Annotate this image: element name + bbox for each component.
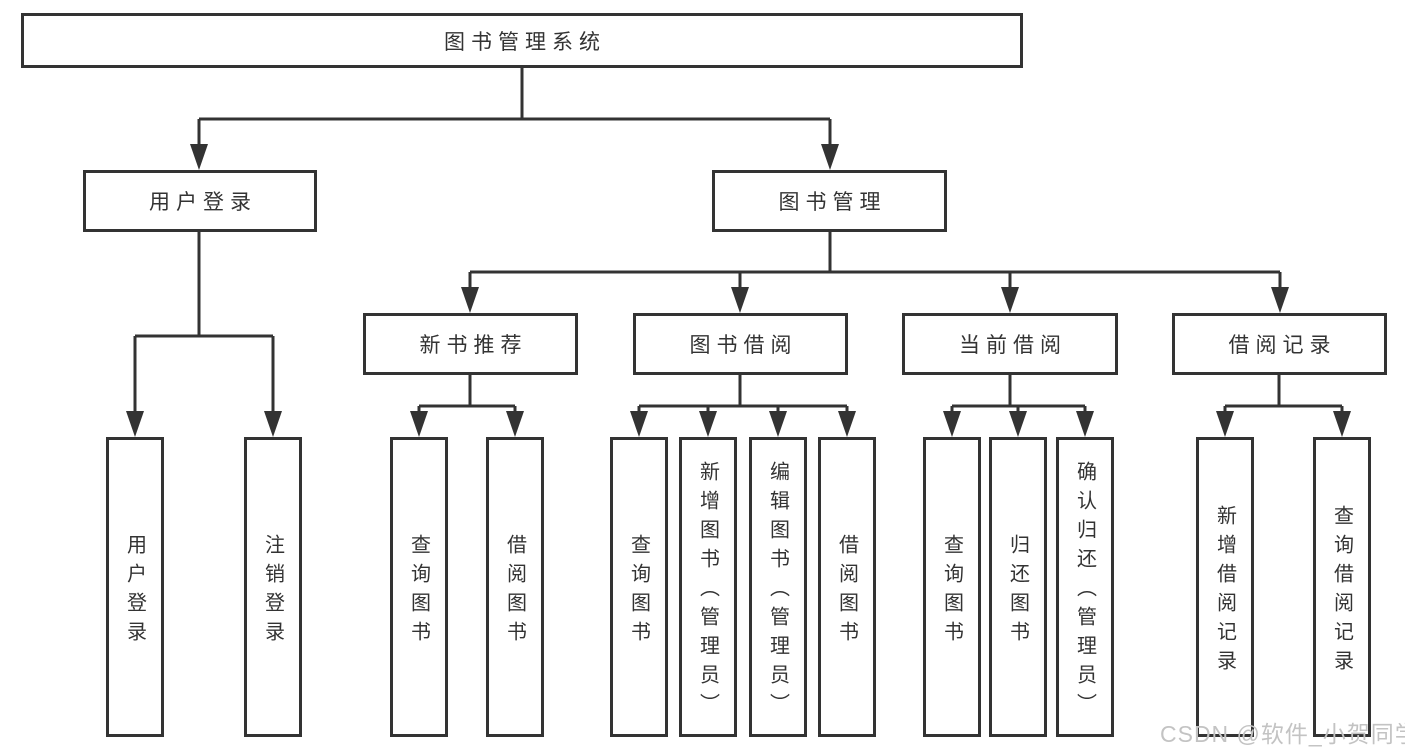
arrowhead-leaf-query-books-3 xyxy=(943,411,961,437)
leaf-query-books-recommend: 查询图书 xyxy=(390,437,448,737)
leaf-add-books-admin: 新增图书（管理员） xyxy=(679,437,737,737)
arrowhead-leaf-query-books-1 xyxy=(410,411,428,437)
arrowhead-current-borrowing xyxy=(1001,287,1019,313)
arrowhead-leaf-add-borrow-record xyxy=(1216,411,1234,437)
node-label: 借阅图书 xyxy=(835,533,858,650)
node-label: 用户登录 xyxy=(149,191,257,214)
leaf-logout: 注销登录 xyxy=(244,437,302,737)
arrowhead-leaf-add-books-admin xyxy=(699,411,717,437)
leaf-query-borrow-record: 查询借阅记录 xyxy=(1313,437,1371,737)
arrowhead-new-book-recommend xyxy=(461,287,479,313)
node-label: 借阅记录 xyxy=(1228,334,1337,357)
arrowhead-book-borrowing xyxy=(731,287,749,313)
arrowhead-leaf-logout xyxy=(264,411,282,437)
node-label: 用户登录 xyxy=(123,533,146,650)
arrowhead-leaf-query-borrow-record xyxy=(1333,411,1351,437)
node-label: 图书管理 xyxy=(778,191,887,214)
node-new-book-recommend: 新书推荐 xyxy=(363,313,578,375)
arrowhead-leaf-query-books-2 xyxy=(630,411,648,437)
node-label: 新增借阅记录 xyxy=(1213,504,1236,679)
node-label: 查询图书 xyxy=(407,533,430,650)
connector-book-borrowing-children xyxy=(637,375,849,411)
node-label: 借阅图书 xyxy=(503,533,526,650)
arrowhead-leaf-edit-books-admin xyxy=(769,411,787,437)
node-library-management-system: 图书管理系统 xyxy=(21,13,1023,68)
leaf-confirm-return-admin: 确认归还（管理员） xyxy=(1056,437,1114,737)
arrowhead-leaf-borrow-books-1 xyxy=(506,411,524,437)
node-book-borrowing: 图书借阅 xyxy=(633,313,848,375)
arrowhead-leaf-borrow-books-2 xyxy=(838,411,856,437)
node-label: 查询图书 xyxy=(940,533,963,650)
connector-root-to-level2 xyxy=(197,68,832,144)
arrowhead-book-management xyxy=(821,144,839,170)
node-book-management: 图书管理 xyxy=(712,170,947,232)
node-label: 归还图书 xyxy=(1006,533,1029,650)
arrowhead-user-login xyxy=(190,144,208,170)
watermark: CSDN @软件_小贺同学 xyxy=(1160,721,1405,747)
arrowhead-leaf-user-login xyxy=(126,411,144,437)
node-label: 确认归还（管理员） xyxy=(1073,461,1096,722)
node-label: 当前借阅 xyxy=(959,334,1067,357)
connector-book-management-children xyxy=(468,232,1282,287)
arrowhead-leaf-confirm-return-admin xyxy=(1076,411,1094,437)
node-label: 图书借阅 xyxy=(689,334,798,357)
leaf-add-borrow-record: 新增借阅记录 xyxy=(1196,437,1254,737)
leaf-borrow-books: 借阅图书 xyxy=(818,437,876,737)
leaf-user-login: 用户登录 xyxy=(106,437,164,737)
node-current-borrowing: 当前借阅 xyxy=(902,313,1118,375)
node-user-login: 用户登录 xyxy=(83,170,317,232)
node-label: 新书推荐 xyxy=(419,334,528,357)
leaf-edit-books-admin: 编辑图书（管理员） xyxy=(749,437,807,737)
connector-borrowing-records-children xyxy=(1223,375,1344,411)
leaf-return-books: 归还图书 xyxy=(989,437,1047,737)
connector-user-login-children xyxy=(133,232,275,411)
node-label: 查询借阅记录 xyxy=(1330,504,1353,679)
node-borrowing-records: 借阅记录 xyxy=(1172,313,1387,375)
node-label: 图书管理系统 xyxy=(444,30,606,54)
leaf-query-books-borrowing: 查询图书 xyxy=(610,437,668,737)
leaf-query-books-current: 查询图书 xyxy=(923,437,981,737)
connector-current-borrowing-children xyxy=(950,375,1087,411)
arrowhead-borrowing-records xyxy=(1271,287,1289,313)
node-label: 注销登录 xyxy=(261,533,284,650)
connector-new-book-recommend-children xyxy=(417,375,517,411)
node-label: 新增图书（管理员） xyxy=(696,461,719,722)
node-label: 编辑图书（管理员） xyxy=(766,461,789,722)
leaf-borrow-books-recommend: 借阅图书 xyxy=(486,437,544,737)
arrowhead-leaf-return-books xyxy=(1009,411,1027,437)
node-label: 查询图书 xyxy=(627,533,650,650)
